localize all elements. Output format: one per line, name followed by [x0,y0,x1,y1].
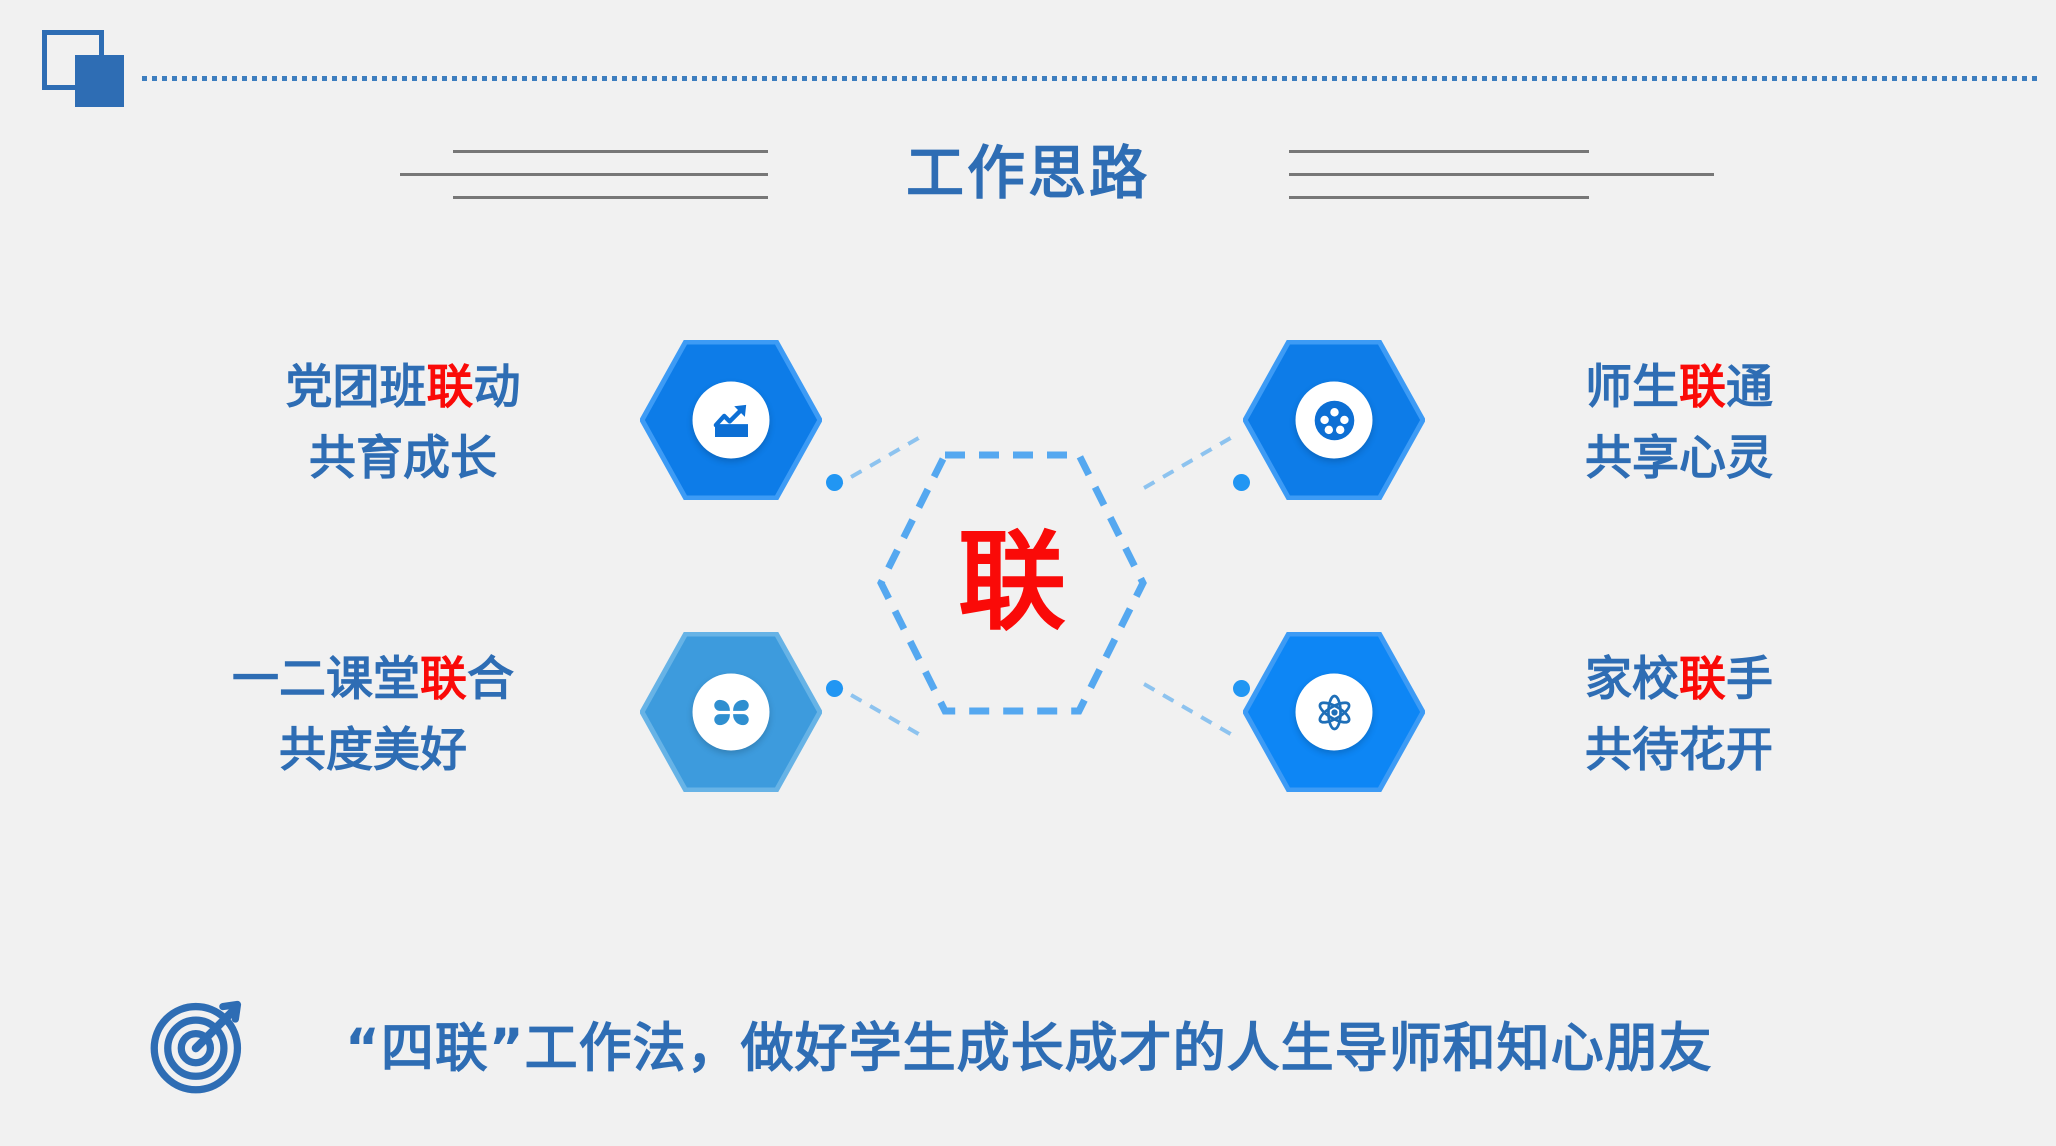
label-top-left-line2: 共育成长 [309,431,497,487]
label-bottom-right-line2: 共待花开 [1585,723,1773,779]
connector-top-right [1143,434,1236,490]
label-bottom-left-line2: 共度美好 [279,723,467,779]
node-bottom-right[interactable] [1243,632,1425,792]
label-top-right-highlight: 联 [1679,360,1726,415]
label-top-left-prefix: 党团班 [285,360,427,415]
title-deco-line-left-2 [400,173,768,176]
title-deco-line-left-1 [453,150,768,153]
label-bottom-left: 一二课堂联合 共度美好 [208,644,538,787]
label-top-right: 师生联通 共享心灵 [1568,352,1790,495]
title-deco-line-right-3 [1289,196,1589,199]
label-top-left-highlight: 联 [426,360,474,415]
center-hexagon-label: 联 [957,520,1066,645]
label-top-left-suffix: 动 [473,360,521,415]
label-bottom-right-prefix: 家校 [1585,652,1679,707]
center-hexagon-outline [877,451,1147,715]
center-hexagon: 联 [877,451,1147,715]
label-bottom-right-suffix: 手 [1726,652,1773,707]
connector-bottom-right [1143,682,1236,738]
five-dot-circle-icon [1295,381,1373,459]
node-top-right[interactable] [1243,340,1425,500]
label-bottom-left-suffix: 合 [467,652,514,707]
title-row: 工作思路 [0,128,2056,208]
logo-mark [42,30,152,110]
connector-dot-top-left [826,474,843,491]
label-top-right-line2: 共享心灵 [1585,431,1773,487]
label-bottom-right: 家校联手 共待花开 [1568,644,1790,787]
chart-trending-up-icon [692,381,770,459]
connector-dot-top-right [1233,474,1250,491]
target-bullseye-icon [148,992,252,1096]
label-bottom-left-prefix: 一二课堂 [232,652,420,707]
node-top-left[interactable] [640,340,822,500]
title-deco-line-left-3 [453,196,768,199]
page-title: 工作思路 [905,139,1151,207]
node-bottom-left[interactable] [640,632,822,792]
title-deco-line-right-2 [1289,173,1714,176]
header-dotted-rule [142,76,2040,81]
four-petal-clover-icon [692,673,770,751]
label-top-left: 党团班联动 共育成长 [258,352,548,495]
footer-text: “四联”工作法，做好学生成长成才的人生导师和知心朋友 [345,1018,1713,1079]
label-top-right-suffix: 通 [1726,360,1773,415]
title-deco-line-right-1 [1289,150,1589,153]
atom-icon [1295,673,1373,751]
connector-dot-bottom-right [1233,680,1250,697]
label-bottom-left-highlight: 联 [420,652,467,707]
label-top-right-prefix: 师生 [1585,360,1679,415]
footer-bar: “四联”工作法，做好学生成长成才的人生导师和知心朋友 [0,984,2056,1104]
label-bottom-right-highlight: 联 [1679,652,1726,707]
logo-solid-square [75,55,124,107]
connector-dot-bottom-left [826,680,843,697]
